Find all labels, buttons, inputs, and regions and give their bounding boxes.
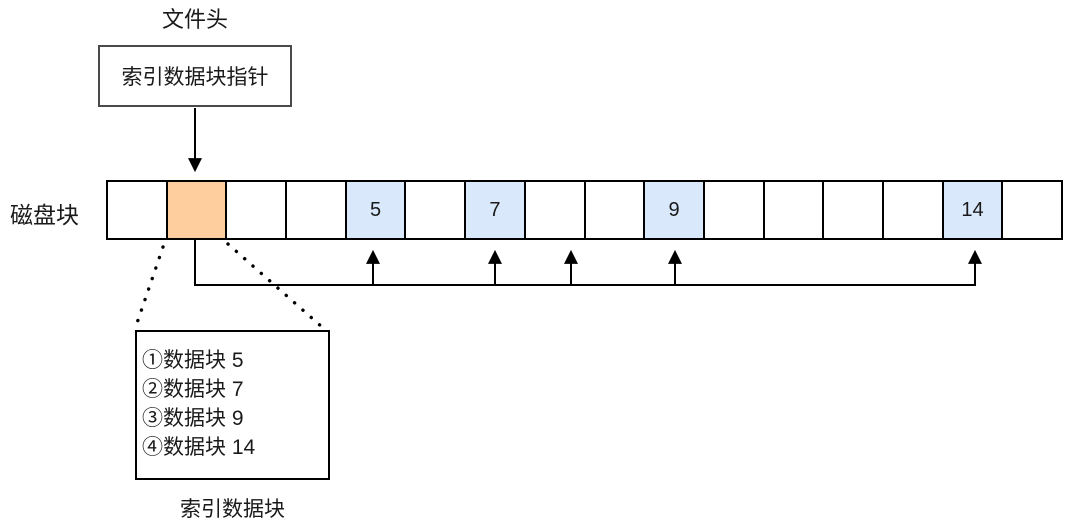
index-entry-1: ①数据块 5 (142, 349, 244, 372)
index-entry-3: ③数据块 9 (142, 407, 244, 430)
disk-block-cell-8 (583, 182, 644, 238)
index-block-contents-box: ①数据块 5 ②数据块 7 ③数据块 9 ④数据块 14 (135, 330, 330, 480)
index-entry-2: ②数据块 7 (142, 378, 244, 401)
disk-block-cell-0 (108, 182, 166, 238)
index-connector-line-and-arrow-14 (194, 240, 982, 286)
disk-block-cell-5 (404, 182, 465, 238)
disk-block-cell-11 (762, 182, 823, 238)
disk-block-row-label: 磁盘块 (10, 202, 79, 228)
disk-block-cell-14-data: 14 (941, 182, 1002, 238)
dotted-line-left (134, 245, 165, 328)
disk-block-cell-4-data: 5 (344, 182, 405, 238)
index-pointer-box: 索引数据块指针 (98, 45, 292, 107)
disk-block-cell-9-data: 9 (643, 182, 703, 238)
disk-block-cell-10 (702, 182, 763, 238)
disk-block-cell-2 (225, 182, 286, 238)
disk-block-cell-13 (881, 182, 942, 238)
disk-block-cell-7 (523, 182, 584, 238)
index-entry-4: ④数据块 14 (142, 436, 256, 459)
disk-block-cell-1-index (165, 182, 226, 238)
disk-block-cell-6-data: 7 (464, 182, 524, 238)
index-pointer-label: 索引数据块指针 (121, 66, 269, 89)
disk-block-cell-3 (285, 182, 345, 238)
index-block-caption: 索引数据块 (180, 498, 285, 521)
disk-block-row: 5 7 9 14 (106, 180, 1063, 240)
file-header-label: 文件头 (161, 7, 228, 32)
disk-block-cell-12 (822, 182, 882, 238)
disk-block-cell-15 (1001, 182, 1061, 238)
dotted-line-right (226, 242, 324, 329)
